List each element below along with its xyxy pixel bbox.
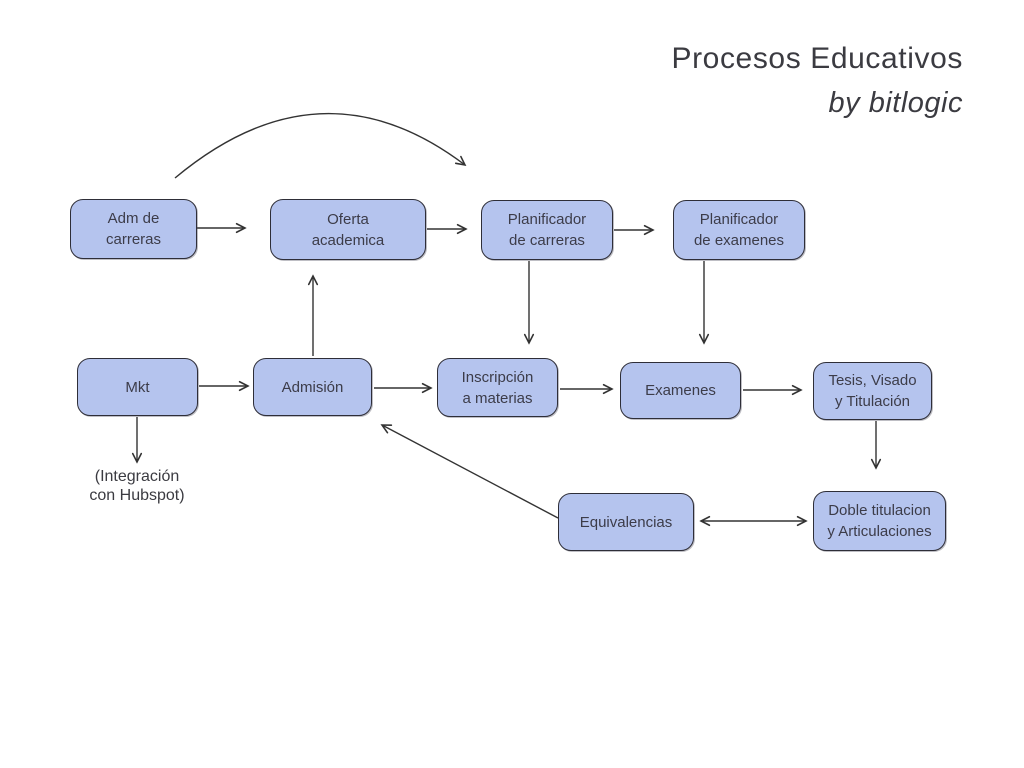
node-planificador-de-examenes[interactable]: Planificador de examenes	[673, 200, 805, 260]
node-label: Equivalencias	[579, 513, 673, 531]
node-label: Planificador de examenes	[693, 211, 785, 249]
node-label: Examenes	[645, 382, 716, 399]
node-label: Mkt	[125, 378, 150, 396]
node-tesis-visado-titulacion[interactable]: Tesis, Visado y Titulación	[813, 362, 932, 420]
node-label: Inscripción a materias	[461, 368, 534, 407]
node-equivalencias[interactable]: Equivalencias	[558, 493, 694, 551]
page-title: Procesos Educativos	[671, 42, 963, 75]
node-planificador-de-carreras[interactable]: Planificador de carreras	[481, 200, 613, 260]
hubspot-integration-note: (Integración con Hubspot)	[89, 468, 185, 504]
node-examenes[interactable]: Examenes	[620, 362, 741, 419]
node-mkt[interactable]: Mkt	[77, 358, 198, 416]
page-byline: by bitlogic	[828, 87, 963, 119]
node-label: Planificador de carreras	[507, 211, 587, 249]
node-label: Adm de carreras	[105, 210, 161, 248]
node-adm-de-carreras[interactable]: Adm de carreras	[70, 199, 197, 259]
node-label: Oferta academica	[311, 210, 385, 249]
arrow-adm-to-planificador-carreras-curve	[174, 112, 465, 179]
node-inscripcion-a-materias[interactable]: Inscripción a materias	[437, 358, 558, 417]
node-admision[interactable]: Admisión	[253, 358, 372, 416]
node-oferta-academica[interactable]: Oferta academica	[270, 199, 426, 260]
arrow-equivalencias-to-admision	[382, 425, 559, 519]
node-label: Doble titulacion y Articulaciones	[827, 502, 932, 540]
node-label: Admisión	[281, 378, 344, 396]
node-doble-titulacion-articulaciones[interactable]: Doble titulacion y Articulaciones	[813, 491, 946, 551]
node-label: Tesis, Visado y Titulación	[828, 372, 917, 410]
title-block: Procesos Educativos by bitlogic	[671, 40, 963, 122]
